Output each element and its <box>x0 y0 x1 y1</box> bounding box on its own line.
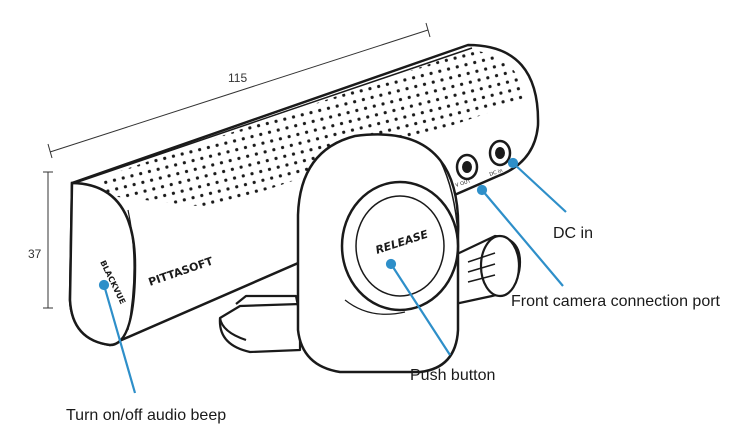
height-dimension-label: 37 <box>28 247 42 261</box>
width-dimension-label: 115 <box>228 71 247 85</box>
callout-front-camera-port: Front camera connection port <box>511 293 721 310</box>
rear-knob <box>453 234 522 306</box>
port-dc-label: DC in <box>489 168 504 178</box>
dc-in-port[interactable]: DC in <box>488 139 512 178</box>
width-dimension: 115 <box>47 22 431 159</box>
callout-dc-in: DC in <box>553 225 593 242</box>
vent-holes <box>100 50 525 208</box>
port-v-label: V OUT <box>455 178 473 189</box>
callout-push-button: Push button <box>410 367 495 384</box>
callout-lines <box>98 157 567 394</box>
front-camera-port[interactable]: V OUT <box>455 153 479 189</box>
mount-base <box>218 294 302 354</box>
callout-audio-beep: Turn on/off audio beep <box>66 407 226 424</box>
end-cap <box>68 181 137 347</box>
release-button[interactable]: RELEASE <box>340 180 460 312</box>
height-dimension: 37 <box>28 171 53 309</box>
